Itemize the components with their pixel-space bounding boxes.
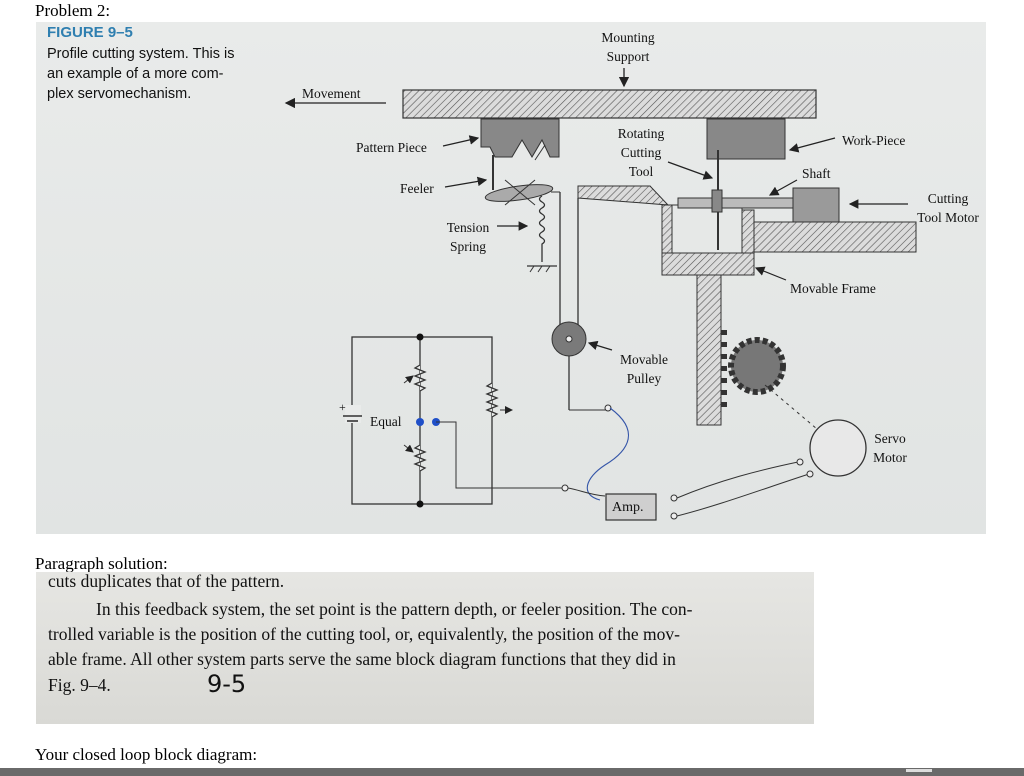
rotating-cutting-tool-label: Rotating Cutting Tool <box>606 124 676 181</box>
paragraph-line: trolled variable is the position of the … <box>48 624 680 644</box>
caption-line: an example of a more com- <box>47 66 224 82</box>
label-line: Movable <box>620 352 668 367</box>
work-piece-label: Work-Piece <box>842 133 906 148</box>
figure-caption: Profile cutting system. This is an examp… <box>47 44 267 104</box>
mounting-support-label: Mounting Support <box>590 28 666 66</box>
paragraph-line: able frame. All other system parts serve… <box>48 649 676 669</box>
problem-heading: Problem 2: <box>35 1 111 20</box>
paragraph-line: Fig. 9–4. <box>48 675 111 695</box>
paragraph-photo <box>36 572 814 724</box>
figure-number: FIGURE 9–5 <box>47 24 133 41</box>
rack-teeth <box>721 330 727 407</box>
label-line: Tension <box>446 220 490 235</box>
label-line: Pulley <box>626 371 662 386</box>
label-line: Tool <box>628 164 654 179</box>
cutting-tool-motor-label: Cutting Tool Motor <box>912 189 984 227</box>
label-line: Rotating <box>617 126 665 141</box>
label-line: Support <box>606 49 650 64</box>
bottom-bar <box>0 768 1024 776</box>
label-line: Servo <box>874 431 906 446</box>
mounting-support-beam <box>402 89 817 119</box>
paragraph-solution-heading: Paragraph solution: <box>35 554 168 573</box>
movable-pulley-label: Movable Pulley <box>612 350 676 388</box>
label-line: Tool Motor <box>917 210 979 225</box>
block-diagram-heading: Your closed loop block diagram: <box>35 745 258 764</box>
caption-line: Profile cutting system. This is <box>47 46 235 62</box>
shaft-label: Shaft <box>802 166 831 181</box>
label-line: Mounting <box>601 30 655 45</box>
bottom-bar-mark <box>906 769 932 772</box>
tension-spring <box>538 195 546 262</box>
tension-spring-label: Tension Spring <box>438 218 498 256</box>
shaft <box>677 197 796 209</box>
feeler-label: Feeler <box>400 181 434 196</box>
amp-label: Amp. <box>612 500 644 515</box>
label-line: Spring <box>449 239 486 254</box>
label-line: Cutting <box>927 191 969 206</box>
label-line: Cutting <box>620 145 662 160</box>
servo-motor-label: Servo Motor <box>866 429 914 467</box>
pattern-piece-label: Pattern Piece <box>356 140 427 155</box>
pattern-piece <box>480 118 560 158</box>
handwritten-note: 9-5 <box>207 670 247 698</box>
amp-box <box>605 493 657 521</box>
movement-label: Movement <box>302 86 361 101</box>
equal-label: Equal <box>370 414 402 429</box>
caption-line: plex servomechanism. <box>47 86 192 102</box>
paragraph-line: In this feedback system, the set point i… <box>96 599 693 619</box>
servo-motor <box>809 419 867 477</box>
cutting-tool-motor <box>792 187 840 223</box>
movable-frame-label: Movable Frame <box>790 281 876 296</box>
plus-label: + <box>339 400 346 414</box>
paragraph-line: cuts duplicates that of the pattern. <box>48 571 285 591</box>
work-piece <box>706 118 786 160</box>
label-line: Motor <box>873 450 907 465</box>
